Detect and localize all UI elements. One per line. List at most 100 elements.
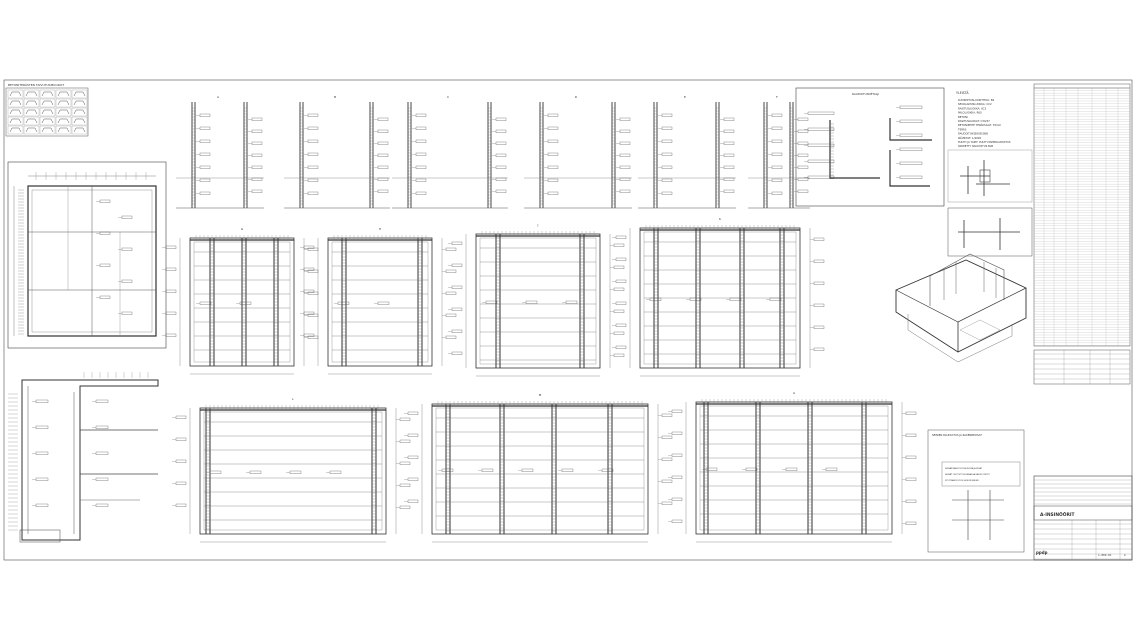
note-line: BETONI bbox=[958, 115, 968, 119]
bar-mark bbox=[616, 141, 631, 145]
bar-mark bbox=[768, 152, 783, 156]
bar-mark bbox=[896, 175, 923, 179]
bar-mark bbox=[300, 333, 315, 337]
bar-mark bbox=[544, 152, 559, 156]
note-line: SEURAAMUSLUOKKA: CC2 bbox=[958, 102, 992, 106]
bar-mark bbox=[286, 470, 302, 474]
bar-mark bbox=[478, 468, 494, 472]
bar-mark bbox=[300, 311, 315, 315]
bar-mark bbox=[248, 177, 263, 181]
bar-mark bbox=[720, 153, 735, 157]
note-line: SIIRRETTY RAUDOITUS BLB bbox=[958, 144, 993, 148]
bar-mark bbox=[32, 503, 49, 507]
bar-mark bbox=[196, 139, 211, 143]
bar-mark bbox=[616, 117, 631, 121]
view-label: H bbox=[379, 227, 381, 231]
bar-mark bbox=[544, 139, 559, 143]
bar-mark bbox=[616, 165, 631, 169]
bar-mark bbox=[404, 499, 419, 503]
bar-mark bbox=[544, 165, 559, 169]
bar-mark bbox=[896, 119, 923, 123]
bar-mark bbox=[810, 237, 825, 241]
bar-mark bbox=[32, 399, 49, 403]
bar-mark bbox=[448, 307, 463, 311]
bar-mark bbox=[658, 165, 673, 169]
bar-mark bbox=[92, 451, 109, 455]
bar-mark bbox=[118, 215, 133, 219]
bar-mark bbox=[300, 289, 315, 293]
bar-mark bbox=[396, 483, 411, 487]
bar-mark bbox=[304, 126, 319, 130]
bar-mark bbox=[562, 300, 578, 304]
bar-mark bbox=[162, 289, 177, 293]
general-notes: YLEISTÄ KUORMITUSLUOKITTELU: B4SEURAAMUS… bbox=[956, 90, 1011, 148]
bar-mark bbox=[610, 331, 625, 335]
bar-mark bbox=[448, 351, 463, 355]
bar-mark bbox=[412, 152, 427, 156]
bar-mark bbox=[304, 178, 319, 182]
notice-line-2: SEINÄT ON PYSTYSUUNNASSA RAUDOITETTU bbox=[945, 473, 990, 476]
note-line: BETONIPEITE TERÄKSILLE: 35mm bbox=[958, 122, 1002, 127]
bar-mark bbox=[612, 279, 627, 283]
bar-mark bbox=[658, 178, 673, 182]
bar-mark bbox=[804, 127, 835, 131]
column-elevation: A bbox=[176, 95, 264, 209]
bar-mark bbox=[396, 461, 411, 465]
note-line: PALOLUOKKA: R60 bbox=[958, 111, 982, 115]
bar-mark bbox=[172, 415, 187, 419]
column-elevation: F bbox=[748, 95, 810, 209]
bar-mark bbox=[612, 257, 627, 261]
bar-mark bbox=[658, 435, 673, 439]
bar-mark bbox=[720, 165, 735, 169]
bar-mark bbox=[304, 139, 319, 143]
wall-section-left bbox=[8, 372, 159, 543]
bar-mark bbox=[396, 439, 411, 443]
bar-mark bbox=[782, 467, 798, 471]
bar-mark bbox=[896, 133, 923, 137]
bar-mark bbox=[196, 301, 212, 305]
view-label: F bbox=[776, 95, 778, 99]
bar-mark bbox=[658, 501, 673, 505]
bar-mark bbox=[610, 353, 625, 357]
bar-mark bbox=[412, 126, 427, 130]
bar-mark bbox=[544, 126, 559, 130]
view-label: E bbox=[684, 95, 686, 99]
isometric-view bbox=[895, 253, 1027, 363]
view-label: D bbox=[575, 95, 578, 99]
view-label: G bbox=[241, 227, 244, 231]
bar-mark bbox=[96, 231, 111, 235]
bar-mark bbox=[118, 279, 133, 283]
notice-line-1: SEINÄN RAUDOITUSSUUNTA JA MITAT bbox=[945, 467, 983, 470]
bar-mark bbox=[172, 459, 187, 463]
bar-mark bbox=[334, 301, 350, 305]
view-label: M bbox=[539, 393, 542, 397]
note-line: TERÄS bbox=[958, 126, 967, 131]
bar-mark bbox=[412, 113, 427, 117]
bar-mark bbox=[616, 177, 631, 181]
bar-mark bbox=[32, 477, 49, 481]
bar-mark bbox=[768, 139, 783, 143]
bar-mark bbox=[96, 295, 111, 299]
bar-mark bbox=[768, 126, 783, 130]
bar-mark bbox=[196, 152, 211, 156]
bar-mark bbox=[518, 468, 534, 472]
bar-mark bbox=[162, 333, 177, 337]
bar-mark bbox=[196, 165, 211, 169]
bar-mark bbox=[248, 165, 263, 169]
bar-mark bbox=[248, 129, 263, 133]
bar-mark bbox=[902, 411, 917, 415]
wall-elevation: H bbox=[300, 227, 457, 375]
bar-mark bbox=[668, 475, 683, 479]
bar-mark bbox=[686, 297, 702, 301]
bar-mark bbox=[92, 477, 109, 481]
wall-elevation: G bbox=[162, 227, 319, 375]
bar-mark bbox=[246, 470, 262, 474]
bar-mark bbox=[810, 303, 825, 307]
bar-mark bbox=[396, 417, 411, 421]
bar-mark bbox=[492, 129, 507, 133]
bar-mark bbox=[92, 503, 109, 507]
bar-mark bbox=[162, 311, 177, 315]
bar-mark bbox=[720, 189, 735, 193]
notice-box: SEINIEN RAUDOITUS JA RAKENNEOSAT SEINÄN … bbox=[927, 429, 1025, 553]
